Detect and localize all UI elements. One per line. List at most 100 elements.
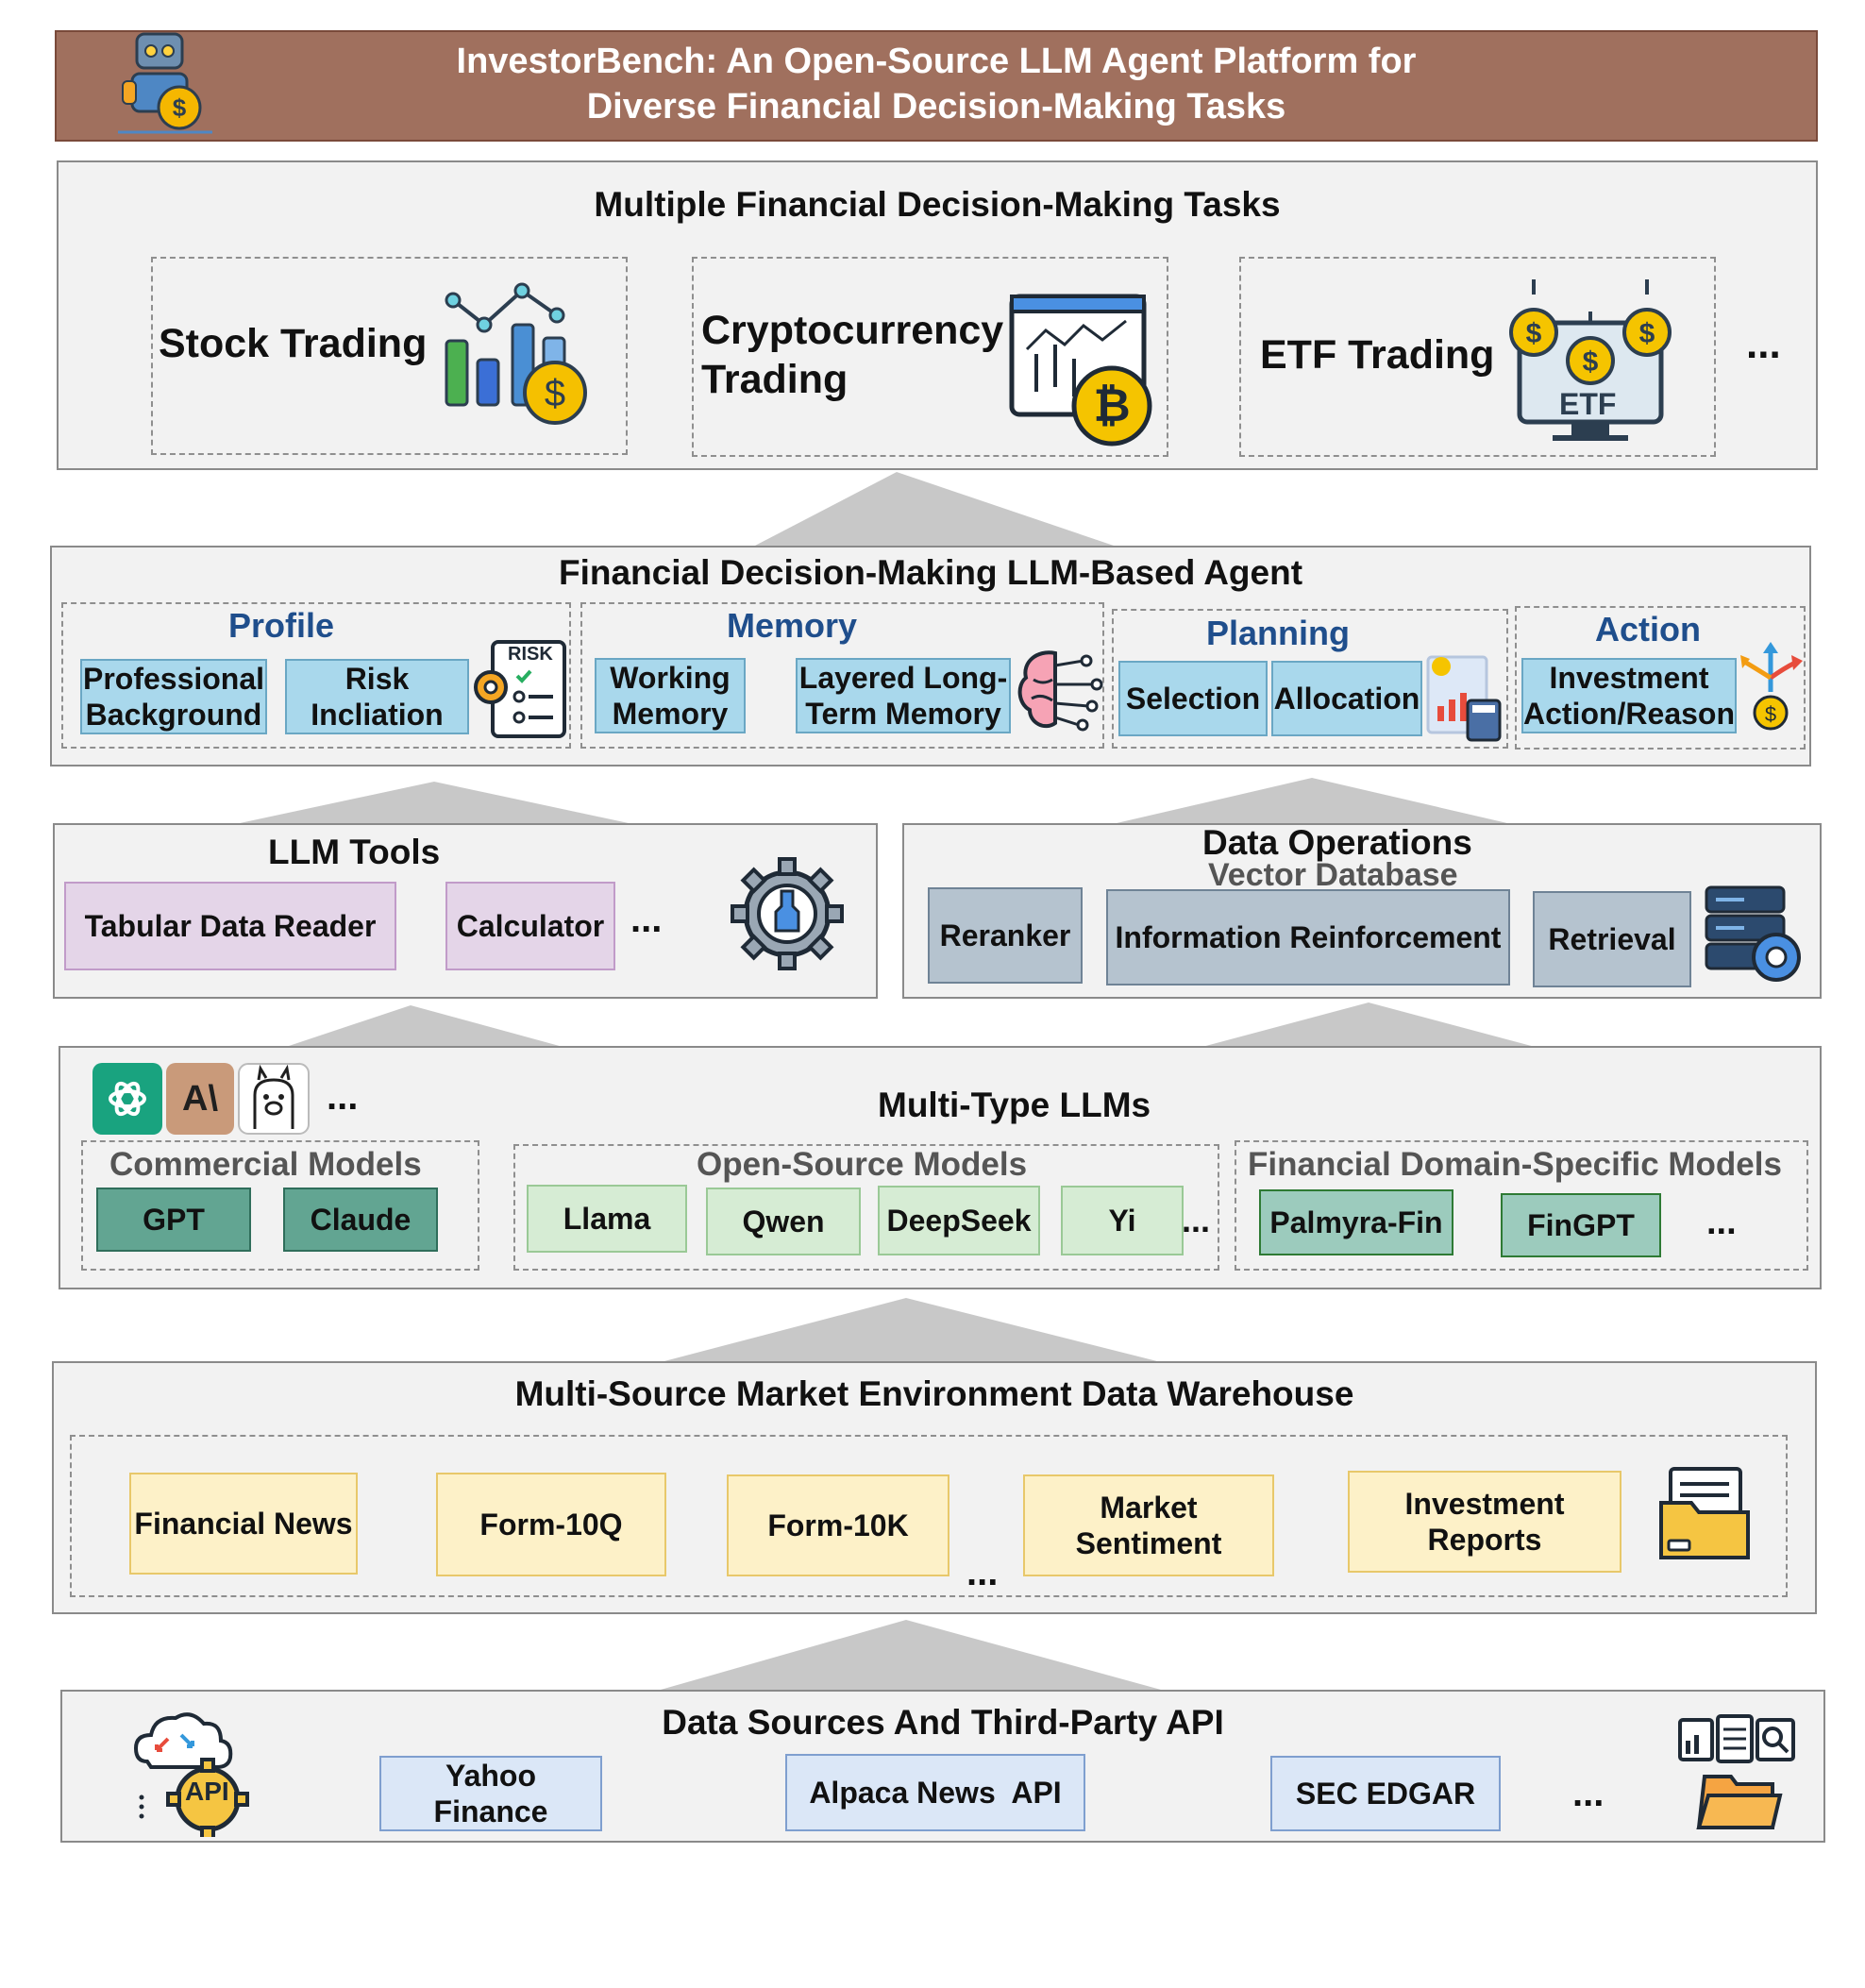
warehouse-form-10q: Form-10Q — [436, 1473, 666, 1576]
open-source-models-title: Open-Source Models — [697, 1146, 1028, 1183]
svg-text:$: $ — [173, 93, 187, 122]
deepseek-text: DeepSeek — [886, 1203, 1032, 1238]
openai-logo-icon — [92, 1063, 162, 1135]
anthropic-logo-text: A\ — [182, 1078, 218, 1119]
form-10q-text: Form-10Q — [479, 1507, 623, 1542]
planning-heading: Planning — [1206, 614, 1350, 652]
svg-text:$: $ — [1583, 346, 1599, 378]
professional-line2: Background — [85, 698, 262, 732]
action-heading: Action — [1595, 610, 1701, 649]
yahoo-line1: Yahoo — [445, 1758, 536, 1793]
planning-box — [1112, 609, 1508, 749]
svg-text:$: $ — [1639, 318, 1655, 349]
tasks-title: Multiple Financial Decision-Making Tasks — [594, 185, 1281, 224]
bitcoin-chart-icon: ₿ — [1009, 294, 1152, 446]
data-operations-title: Data Operations — [1202, 823, 1472, 862]
model-claude: Claude — [283, 1188, 438, 1252]
dataops-retrieval: Retrieval — [1533, 891, 1691, 987]
crypto-trading-label-line1: Cryptocurrency — [701, 308, 1004, 353]
warehouse-form-10k: Form-10K — [727, 1474, 949, 1576]
financial-models-title: Financial Domain-Specific Models — [1248, 1146, 1782, 1183]
model-yi: Yi — [1061, 1186, 1184, 1255]
llm-tools-title: LLM Tools — [268, 833, 441, 871]
warehouse-items-box — [70, 1435, 1788, 1597]
split-arrows-coin-icon: $ — [1740, 642, 1803, 731]
gpt-text: GPT — [143, 1202, 205, 1237]
data-sources-title: Data Sources And Third-Party API — [662, 1703, 1224, 1742]
selection-text: Selection — [1125, 681, 1261, 716]
documents-folder-search-icon — [1678, 1714, 1795, 1829]
open-models-ellipsis: ... — [1182, 1201, 1211, 1239]
reports-line2: Reports — [1427, 1523, 1542, 1557]
form-10k-text: Form-10K — [767, 1508, 909, 1542]
svg-text:₿: ₿ — [1093, 379, 1130, 432]
claude-text: Claude — [310, 1202, 412, 1237]
connector-agent-to-tasks — [755, 472, 1114, 546]
memory-heading: Memory — [727, 606, 858, 645]
anthropic-logo-icon: A\ — [166, 1063, 234, 1135]
professional-line1: Professional — [82, 661, 265, 696]
stock-trading-label: Stock Trading — [159, 321, 428, 366]
reports-line1: Investment — [1404, 1486, 1565, 1521]
action-box — [1515, 606, 1806, 750]
risk-line2: Incliation — [311, 698, 444, 732]
risk-line1: Risk — [344, 661, 410, 696]
svg-text:$: $ — [1765, 702, 1776, 726]
qwen-text: Qwen — [742, 1204, 825, 1238]
report-calculator-icon — [1426, 655, 1502, 742]
retrieval-text: Retrieval — [1548, 921, 1676, 956]
connector-warehouse-to-llms — [661, 1298, 1161, 1362]
etf-trading-box — [1239, 257, 1716, 457]
connector-tools-to-agent — [227, 782, 642, 826]
allocation-text: Allocation — [1273, 681, 1420, 716]
folder-documents-icon — [1659, 1467, 1750, 1559]
source-alpaca-news-api: Alpaca News API — [785, 1754, 1085, 1831]
sources-ellipsis: ... — [1572, 1773, 1605, 1814]
memory-layered-long-term: Layered Long-Term Memory — [796, 658, 1011, 733]
model-palmyra-fin: Palmyra-Fin — [1259, 1189, 1453, 1255]
source-sec-edgar: SEC EDGAR — [1270, 1756, 1501, 1831]
header-title-line2: Diverse Financial Decision-Making Tasks — [586, 87, 1286, 126]
fingpt-text: FinGPT — [1527, 1207, 1635, 1242]
working-line1: Working — [610, 660, 731, 695]
svg-text:$: $ — [545, 373, 565, 414]
market-line2: Sentiment — [1075, 1526, 1222, 1560]
tabular-text: Tabular Data Reader — [84, 908, 377, 943]
robot-icon: $ — [118, 32, 212, 134]
connector-llms-to-dataops — [1199, 1002, 1538, 1048]
profile-box — [61, 602, 571, 749]
tasks-ellipsis: ... — [1746, 321, 1781, 367]
alpaca-text: Alpaca News API — [809, 1775, 1062, 1810]
planning-selection: Selection — [1118, 661, 1268, 736]
stock-trading-box — [151, 257, 628, 455]
dataops-reranker: Reranker — [928, 887, 1083, 984]
commercial-models-box — [81, 1140, 479, 1271]
layered-line2: Term Memory — [805, 697, 1001, 731]
etf-trading-label: ETF Trading — [1260, 332, 1495, 378]
connector-sources-to-warehouse — [661, 1620, 1161, 1690]
header-banner — [55, 30, 1818, 142]
crypto-trading-box — [692, 257, 1168, 457]
yi-text: Yi — [1108, 1203, 1136, 1238]
connector-dataops-to-agent — [1104, 778, 1520, 826]
reinforcement-text: Information Reinforcement — [1115, 919, 1502, 954]
api-icon-text: API — [185, 1777, 229, 1806]
model-qwen: Qwen — [706, 1188, 861, 1255]
svg-text:$: $ — [1526, 318, 1542, 349]
agent-title: Financial Decision-Making LLM-Based Agen… — [558, 553, 1303, 592]
gear-wrench-icon — [731, 857, 844, 970]
yahoo-line2: Finance — [433, 1794, 548, 1828]
llama-text: Llama — [563, 1201, 651, 1236]
etf-icon-text: ETF — [1559, 387, 1617, 421]
layered-line1: Layered Long- — [798, 660, 1008, 695]
financial-models-box — [1235, 1140, 1808, 1271]
model-gpt: GPT — [96, 1188, 251, 1252]
reranker-text: Reranker — [939, 918, 1071, 952]
profile-heading: Profile — [228, 606, 335, 645]
llm-logos-ellipsis: ... — [327, 1076, 359, 1118]
